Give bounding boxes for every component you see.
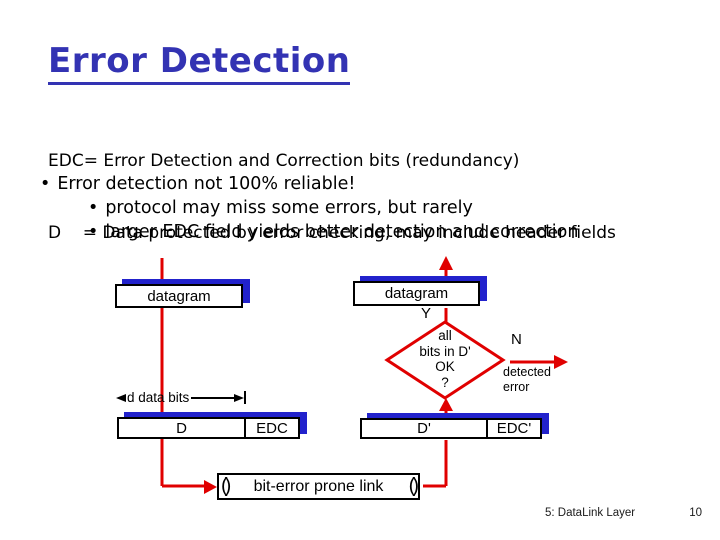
footer-page-number: 10: [689, 507, 702, 519]
bullet-text: protocol may miss some errors, but rarel…: [105, 198, 473, 218]
sender-datagram-box: datagram: [115, 284, 243, 308]
dimension-line: [191, 396, 234, 399]
bullet-item: • protocol may miss some errors, but rare…: [40, 196, 578, 220]
field-edc-prime: EDC': [486, 420, 540, 437]
definition-d: D = Data protected by error checking, ma…: [48, 223, 616, 243]
no-branch-label: N: [511, 331, 522, 348]
receiver-datagram-label: datagram: [384, 285, 449, 302]
link-label: bit-error prone link: [253, 477, 384, 495]
bullet-icon: •: [88, 198, 99, 218]
d-data-bits-dimension: d data bits: [116, 390, 246, 405]
arrow-left-icon: [116, 393, 126, 402]
arrow-right-icon: [234, 393, 244, 402]
cylinder-cap-icon: (): [408, 474, 419, 497]
decision-line: bits in D': [419, 343, 471, 359]
arrow-up-icon: [439, 398, 453, 411]
slide-footer: 5: DataLink Layer 10: [545, 507, 702, 519]
page-title: Error Detection: [48, 41, 351, 86]
arrow-up-icon: [439, 256, 453, 270]
sender-datagram-label: datagram: [147, 287, 211, 305]
decision-line: ?: [441, 374, 449, 390]
definition-edc: EDC= Error Detection and Correction bits…: [48, 151, 520, 171]
bullet-item: • larger EDC field yields better detectio…: [40, 220, 578, 244]
field-d: D: [176, 419, 187, 437]
bullet-text: Error detection not 100% reliable!: [57, 174, 356, 194]
detected-error-label: detected error: [503, 365, 551, 394]
sender-frame-box: D EDC: [117, 417, 300, 439]
definitions-block: EDC= Error Detection and Correction bits…: [48, 101, 616, 293]
bullet-icon: •: [40, 174, 51, 194]
field-d-prime: D': [417, 420, 431, 437]
receiver-frame-box: D' EDC': [360, 418, 542, 439]
cylinder-cap-icon: (): [221, 474, 231, 497]
bullet-list: • Error detection not 100% reliable! • pro…: [40, 172, 578, 244]
receiver-datagram-box: datagram: [353, 281, 480, 306]
arrow-right-icon: [554, 355, 568, 369]
bullet-icon: •: [88, 222, 99, 242]
decision-text: all bits in D' OK ?: [385, 328, 505, 390]
dimension-label: d data bits: [127, 390, 190, 405]
bullet-text: larger EDC field yields better detection…: [105, 222, 579, 242]
field-edc: EDC: [244, 419, 298, 437]
link-box: () bit-error prone link (): [217, 473, 420, 500]
yes-branch-label: Y: [421, 305, 432, 322]
decision-line: OK: [435, 359, 455, 374]
decision-line: all: [438, 328, 452, 343]
decision-diamond: [384, 320, 506, 400]
bullet-item: • Error detection not 100% reliable!: [40, 172, 578, 196]
footer-chapter: 5: DataLink Layer: [545, 507, 636, 519]
dimension-tick: [244, 391, 246, 404]
arrow-right-icon: [204, 480, 217, 494]
